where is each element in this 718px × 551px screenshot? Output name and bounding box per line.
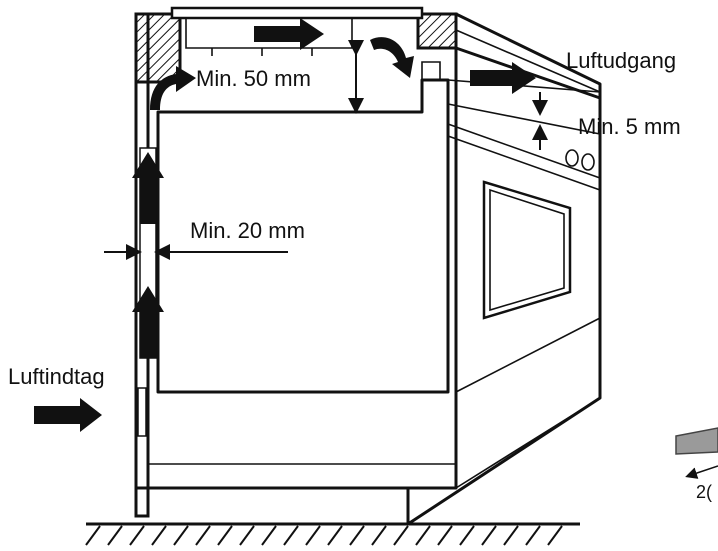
- ground-hatching: [85, 522, 580, 546]
- air-inlet-label: Luftindtag: [8, 364, 105, 389]
- front-gap-label: Min. 5 mm: [578, 114, 681, 139]
- hob-recess: [185, 18, 353, 49]
- airflow-arrow-right-icon: [254, 18, 324, 50]
- air-outlet-label: Luftudgang: [566, 48, 676, 73]
- inset-detail-fragment: 2(: [675, 427, 718, 502]
- cabinet: [134, 6, 602, 526]
- plinth: [134, 486, 410, 526]
- worktop-hatched-right: [416, 12, 458, 50]
- inset-fragment-label: 2(: [696, 482, 712, 502]
- top-gap-label: Min. 50 mm: [196, 66, 311, 91]
- control-knob-icon: [565, 149, 579, 167]
- hob-plate: [170, 6, 424, 20]
- side-gap-label: Min. 20 mm: [190, 218, 305, 243]
- airflow-arrows: [34, 18, 536, 432]
- inset-grey-panel: [675, 427, 718, 455]
- airflow-arrow-up-icon: [132, 152, 164, 224]
- oven-door-window: [482, 180, 572, 320]
- worktop-hatched-left: [134, 12, 182, 84]
- dimension-arrows: [104, 40, 548, 260]
- side-hinge: [137, 387, 147, 437]
- curved-airflow-arrow-icon: [370, 37, 414, 78]
- curved-airflow-arrow-icon: [150, 66, 196, 110]
- control-knob-icon: [581, 153, 595, 171]
- airflow-arrow-outlet-icon: [470, 62, 536, 94]
- airflow-arrow-intake-icon: [34, 398, 102, 432]
- airflow-arrow-up-icon: [132, 286, 164, 358]
